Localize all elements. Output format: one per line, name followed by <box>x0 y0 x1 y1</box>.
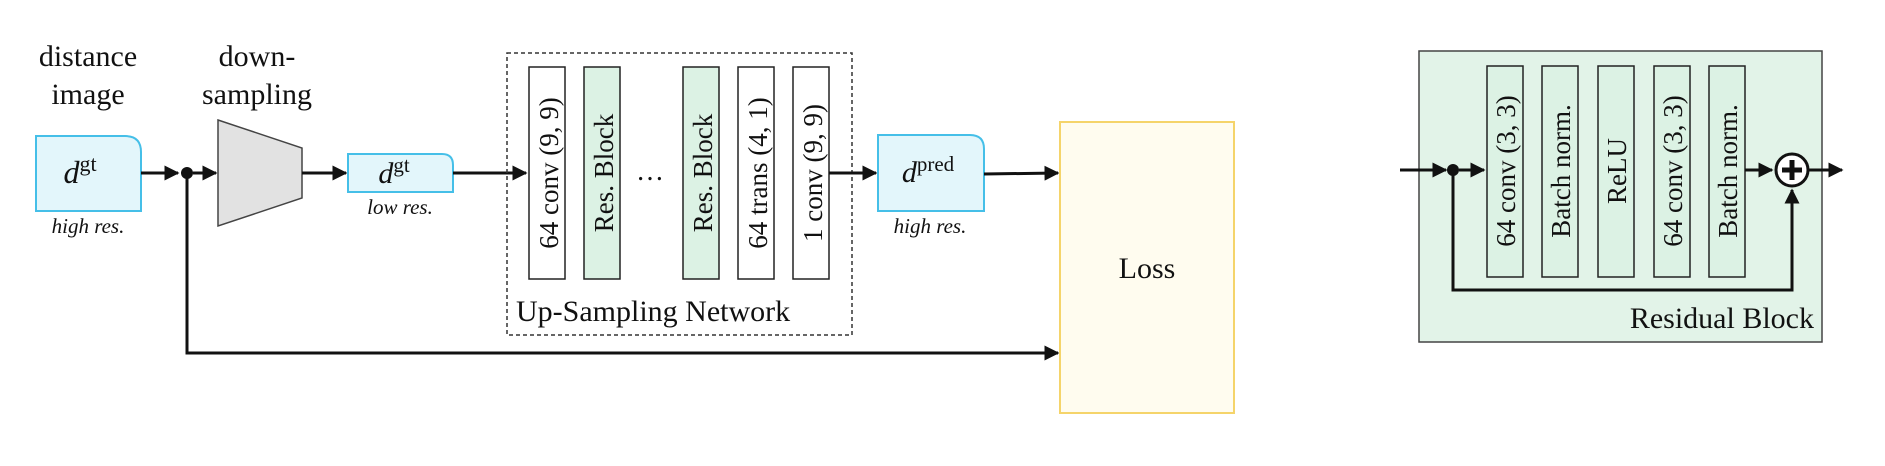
loss-box <box>1059 121 1235 414</box>
network-title: Up-Sampling Network <box>516 295 790 328</box>
layer-res-block-2 <box>682 66 720 280</box>
input-image-box <box>35 135 142 212</box>
residual-layer-batchnorm-2-label: Batch norm. <box>1713 104 1743 237</box>
residual-layer-batchnorm-2 <box>1708 65 1746 278</box>
low-res-image-box <box>347 153 454 193</box>
layer-res-block-1 <box>583 66 621 280</box>
residual-layer-conv-2-label: 64 conv (3, 3) <box>1658 95 1688 246</box>
input-symbol: dgt <box>63 151 96 190</box>
residual-layer-conv-1-label: 64 conv (3, 3) <box>1491 95 1521 246</box>
residual-layer-conv-1 <box>1486 65 1524 278</box>
pred-symbol: dpred <box>902 152 955 189</box>
low-symbol: dgt <box>378 153 410 190</box>
residual-title: Residual Block <box>1630 302 1814 335</box>
down-label-line2: sampling <box>202 78 312 111</box>
layer-res-block-1-label: Res. Block <box>589 113 619 232</box>
layer-conv-9x9 <box>528 66 566 280</box>
residual-layer-relu-label: ReLU <box>1602 138 1632 204</box>
layer-conv-9x9-label: 64 conv (9, 9) <box>534 97 564 248</box>
pred-res-label: high res. <box>894 214 967 238</box>
input-label-line2: image <box>51 78 124 111</box>
input-res-label: high res. <box>52 214 125 238</box>
down-label-line1: down- <box>219 40 296 73</box>
residual-layer-batchnorm-1 <box>1541 65 1579 278</box>
loss-label: Loss <box>1119 252 1176 285</box>
residual-layer-relu <box>1597 65 1635 278</box>
residual-skip-arrow <box>1451 170 1800 292</box>
input-label-line1: distance <box>39 40 137 73</box>
residual-layer-conv-2 <box>1653 65 1691 278</box>
downsampling-trapezoid <box>217 118 303 228</box>
residual-layer-batchnorm-1-label: Batch norm. <box>1546 104 1576 237</box>
low-res-label: low res. <box>367 195 433 219</box>
pred-image-box <box>877 134 985 212</box>
arrow-pred-to-loss <box>983 165 1060 181</box>
layer-conv-1 <box>792 66 830 280</box>
layer-conv-1-label: 1 conv (9, 9) <box>798 104 828 242</box>
layer-trans-4x1 <box>737 66 775 280</box>
upsampling-network-frame <box>506 52 853 336</box>
arrow-skip-to-loss <box>185 173 1060 361</box>
layers-ellipsis: … <box>636 156 664 187</box>
layer-res-block-2-label: Res. Block <box>688 113 718 232</box>
add-circle-icon <box>1774 152 1810 188</box>
layer-trans-4x1-label: 64 trans (4, 1) <box>743 97 773 248</box>
